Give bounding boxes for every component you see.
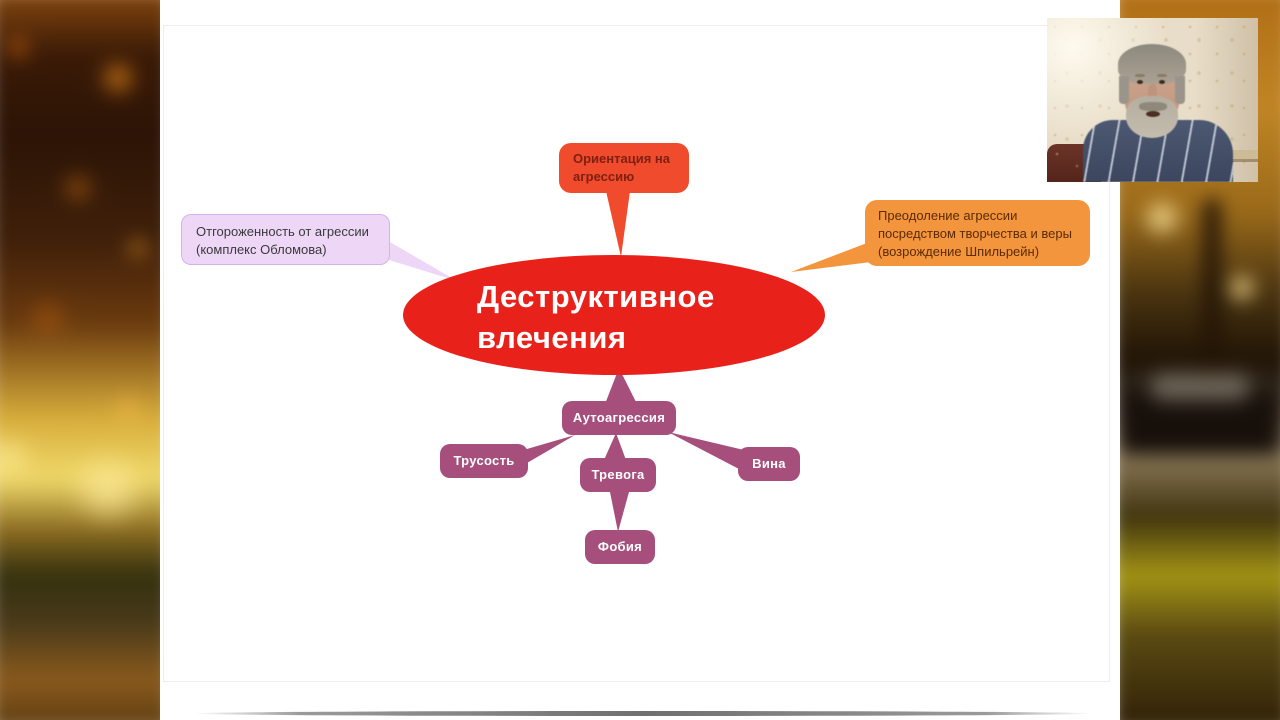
presenter — [1047, 18, 1258, 182]
presenter-sideburn — [1119, 76, 1129, 104]
presenter-eyebrow — [1157, 74, 1167, 77]
presenter-eye — [1137, 80, 1143, 84]
node-cowardice: Трусость — [440, 444, 528, 478]
presenter-mustache — [1139, 102, 1167, 111]
node-phobia: Фобия — [585, 530, 655, 564]
presenter-sideburn — [1175, 76, 1185, 104]
tree-trunk — [1202, 198, 1222, 428]
background-autumn-left — [0, 0, 174, 720]
node-anxiety: Тревога — [580, 458, 656, 492]
node-autoaggression: Аутоагрессия — [562, 401, 676, 435]
presenter-nose — [1148, 84, 1157, 100]
car-roof — [1150, 374, 1250, 400]
presenter-eye — [1159, 80, 1165, 84]
parked-car-silhouette — [1120, 374, 1280, 454]
node-isolation-from-aggression: Отгороженность от агрессии (комплекс Обл… — [181, 214, 390, 265]
central-topic-ellipse: Деструктивное влечения — [403, 255, 825, 375]
presenter-mouth — [1146, 111, 1160, 117]
node-overcoming-aggression: Преодоление агрессии посредством творчес… — [865, 200, 1090, 266]
node-orientation-aggression: Ориентация на агрессию — [559, 143, 689, 193]
central-topic-label: Деструктивное влечения — [477, 279, 715, 355]
next-slide-shadow — [193, 711, 1093, 716]
presenter-hair — [1118, 44, 1186, 84]
node-guilt: Вина — [738, 447, 800, 481]
presenter-eyebrow — [1135, 74, 1145, 77]
webcam-overlay — [1047, 18, 1258, 182]
